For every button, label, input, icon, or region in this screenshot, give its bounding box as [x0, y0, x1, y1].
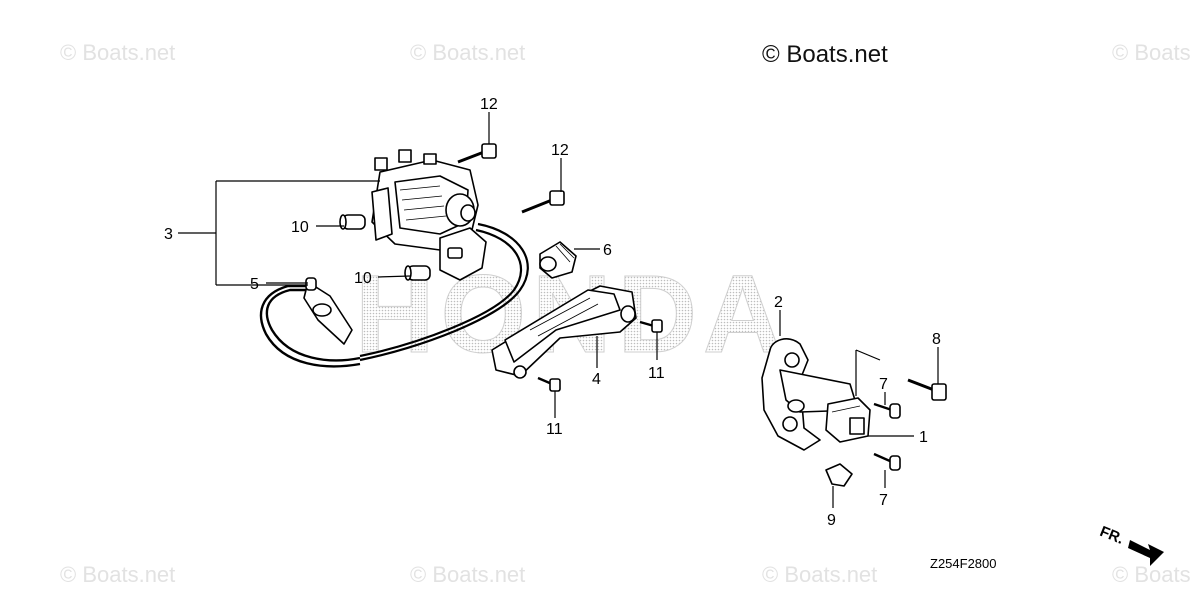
callout-12-lower: 12: [551, 142, 569, 159]
watermark-bottom-far-right: © Boats: [1112, 562, 1191, 587]
callout-11-right: 11: [648, 365, 665, 382]
callout-10-lower: 10: [354, 270, 372, 287]
part-4-bracket: [491, 285, 637, 379]
callout-4: 4: [592, 371, 601, 388]
part-11-screw-lower: [537, 376, 561, 392]
watermark-bottom-mid: © Boats.net: [410, 562, 525, 587]
part-3-motor-assembly: [359, 149, 529, 362]
part-10-sleeve-upper: [339, 214, 366, 230]
callout-1: 1: [919, 429, 928, 446]
part-10-sleeve-lower: [404, 265, 431, 281]
leader-lines: [178, 112, 939, 508]
part-7-screw-upper: [873, 402, 901, 419]
callout-2: 2: [774, 294, 783, 311]
part-5-hose: [259, 277, 361, 368]
part-6-grommet: [539, 241, 577, 279]
watermark-top-far-right: © Boats: [1112, 40, 1191, 65]
part-1-module: [825, 397, 871, 443]
front-direction-indicator: FR.: [1097, 523, 1164, 566]
watermark-top-right-main: © Boats.net: [762, 41, 888, 68]
callout-6: 6: [603, 242, 612, 259]
watermark-top-mid: © Boats.net: [410, 40, 525, 65]
diagram-code: Z254F2800: [930, 556, 997, 571]
front-direction-label: FR.: [1097, 523, 1126, 548]
part-12-bolt-lower: [521, 190, 565, 214]
callout-5: 5: [250, 276, 259, 293]
watermark-bottom-left: © Boats.net: [60, 562, 175, 587]
callout-7-upper: 7: [879, 376, 888, 393]
part-9-clip: [825, 463, 853, 487]
callout-11-lower: 11: [546, 421, 563, 438]
callout-7-lower: 7: [879, 492, 888, 509]
front-direction-arrow-icon: [1128, 540, 1164, 566]
part-8-bolt: [907, 378, 947, 401]
watermark-bottom-mid-right: © Boats.net: [762, 562, 877, 587]
callout-12-upper: 12: [480, 96, 498, 113]
callout-8: 8: [932, 331, 941, 348]
callout-10-upper: 10: [291, 219, 309, 236]
part-7-screw-lower: [873, 452, 901, 471]
part-12-bolt-upper: [457, 143, 497, 164]
callout-9: 9: [827, 512, 836, 529]
watermark-top-left: © Boats.net: [60, 40, 175, 65]
callout-3: 3: [164, 226, 173, 243]
